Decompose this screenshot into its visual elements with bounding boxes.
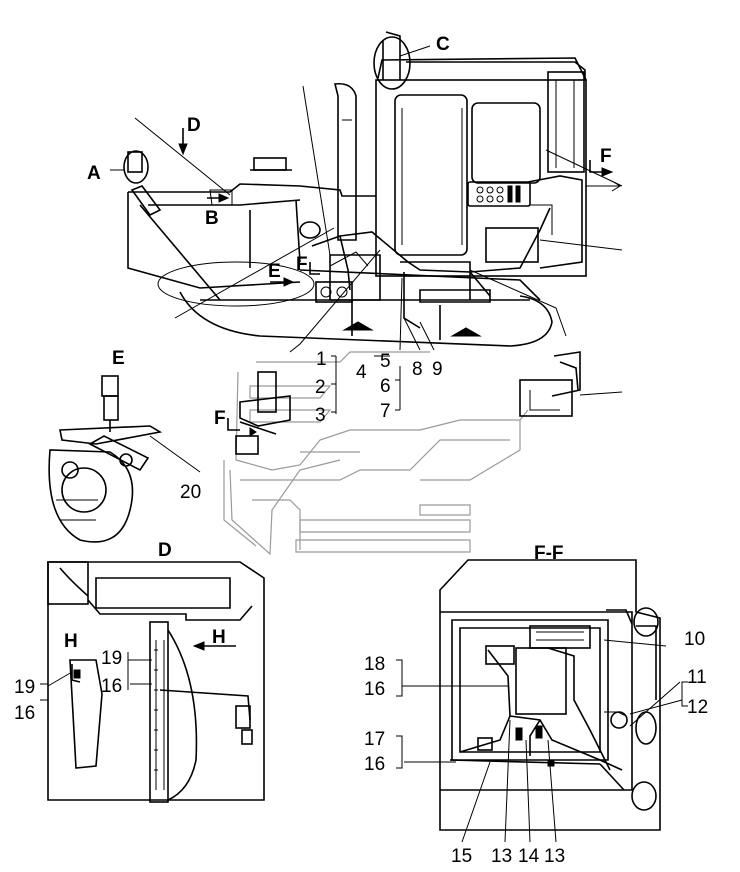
detail-e — [48, 375, 201, 543]
detail-d — [47, 561, 265, 803]
callout-18: 18 — [364, 654, 385, 675]
label-view-f-right: F — [600, 146, 612, 167]
detail-h — [40, 659, 103, 769]
label-view-d: D — [187, 115, 201, 136]
detail-ff — [396, 559, 688, 843]
ghost-frame — [223, 351, 529, 556]
callout-19-h: 19 — [14, 677, 35, 698]
callout-2: 2 — [315, 377, 326, 398]
view-d-arrow — [178, 128, 188, 156]
exhaust-stack — [334, 82, 357, 241]
callout-13a: 13 — [491, 846, 512, 867]
rear-body — [123, 117, 376, 301]
label-view-e: E — [268, 261, 281, 282]
callout-20: 20 — [180, 482, 201, 503]
label-view-c: C — [436, 34, 450, 55]
callout-12: 12 — [687, 697, 708, 718]
callout-brackets — [331, 355, 401, 414]
callout-7: 7 — [380, 401, 391, 422]
title-detail-h: H — [64, 631, 78, 652]
callout-numbers: 1 2 3 4 5 6 7 8 9 10 11 12 13 14 13 15 1… — [14, 349, 708, 867]
section-f-marker-right — [586, 160, 621, 192]
undercarriage — [179, 254, 553, 347]
callout-16-d: 16 — [101, 676, 122, 697]
view-letters: A B C D E F F F H — [87, 34, 612, 648]
label-view-a: A — [87, 163, 101, 184]
callout-16-ff-top: 16 — [364, 679, 385, 700]
callout-14: 14 — [518, 846, 540, 867]
callout-10: 10 — [684, 629, 705, 650]
mid-detail-right-box — [519, 351, 623, 417]
callout-16-h: 16 — [14, 703, 35, 724]
callout-9: 9 — [432, 359, 443, 380]
main-harness — [311, 207, 551, 329]
view-b-arrow — [207, 193, 230, 203]
callout-8: 8 — [412, 359, 423, 380]
label-view-f-left: F — [296, 254, 308, 275]
callout-5: 5 — [380, 351, 391, 372]
callout-3: 3 — [315, 405, 326, 426]
view-e-arrow — [270, 277, 295, 287]
view-c-arrow — [399, 45, 431, 57]
callout-6: 6 — [380, 376, 391, 397]
title-detail-e: E — [112, 348, 125, 369]
callout-13b: 13 — [544, 846, 565, 867]
label-view-h: H — [212, 627, 226, 648]
callout-11: 11 — [687, 667, 707, 688]
callout-16-ff-bottom: 16 — [364, 754, 385, 775]
mid-detail-f — [227, 371, 291, 455]
callout-19-d: 19 — [101, 648, 122, 669]
label-view-b: B — [205, 208, 219, 229]
main-machine-view — [110, 31, 623, 353]
leader-lines — [174, 85, 623, 353]
label-view-f-mid: F — [214, 408, 226, 429]
callout-17: 17 — [364, 729, 385, 750]
operator-cab — [373, 31, 587, 277]
callout-15: 15 — [451, 846, 472, 867]
section-f-marker-left — [309, 262, 320, 275]
title-detail-ff: F-F — [534, 543, 564, 564]
detail-ellipse — [157, 261, 315, 307]
title-detail-d: D — [158, 540, 172, 561]
callout-1: 1 — [316, 349, 327, 370]
callout-4: 4 — [356, 362, 367, 383]
section-titles: E D F-F H — [64, 348, 564, 652]
